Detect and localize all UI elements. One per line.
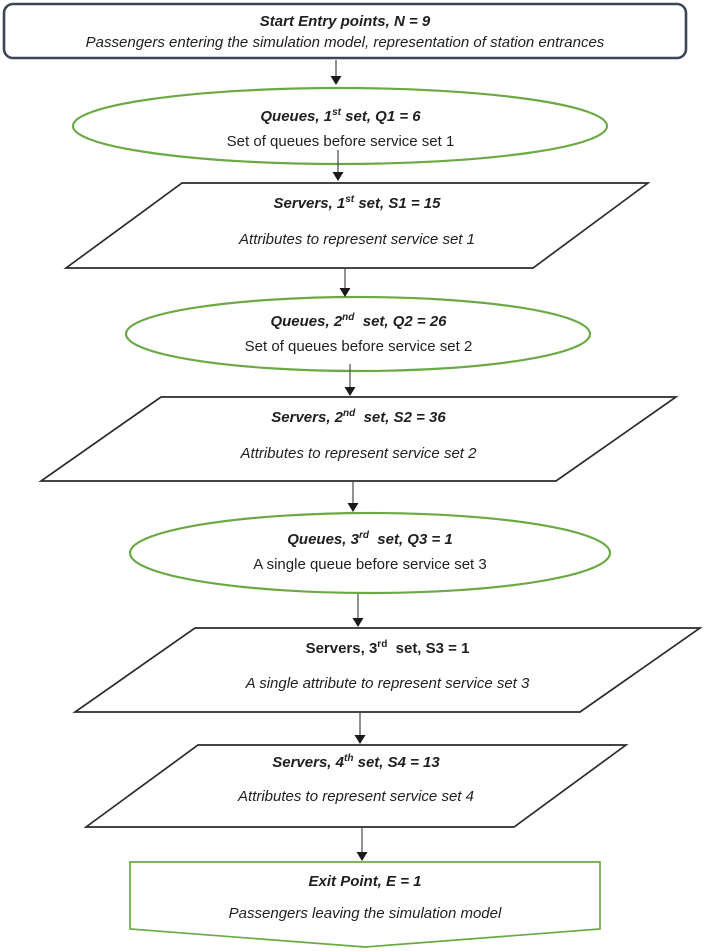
node-queues-2: Queues, 2nd set, Q2 = 26 Set of queues b… xyxy=(126,312,591,356)
node-servers-1-title: Servers, 1st set, S1 = 15 xyxy=(66,194,648,213)
node-queues-3: Queues, 3rd set, Q3 = 1 A single queue b… xyxy=(130,530,610,574)
title-text-after: set, S2 = 36 xyxy=(355,409,446,426)
arrow-servers2-to-queues3 xyxy=(347,481,359,512)
node-servers-3-subtitle: A single attribute to represent service … xyxy=(245,675,530,692)
node-queues-1: Queues, 1st set, Q1 = 6 Set of queues be… xyxy=(73,107,608,151)
arrow-queues1-to-servers1 xyxy=(332,150,344,181)
title-text: Queues, 3 xyxy=(287,531,359,548)
node-servers-2: Servers, 2nd set, S2 = 36 Attributes to … xyxy=(41,408,676,463)
title-text: Servers, 4 xyxy=(272,754,344,771)
servers-4-shape xyxy=(83,744,629,828)
arrow-servers3-to-servers4 xyxy=(354,712,366,744)
title-text: Start Entry points, N = 9 xyxy=(259,13,431,30)
title-superscript: nd xyxy=(342,312,355,323)
title-superscript: rd xyxy=(377,639,388,650)
node-queues-2-title: Queues, 2nd set, Q2 = 26 xyxy=(126,312,591,331)
title-text: Servers, 3 xyxy=(305,640,378,657)
arrow-start-to-queues1 xyxy=(330,60,342,85)
title-superscript: st xyxy=(345,194,355,205)
node-servers-4-subtitle: Attributes to represent service set 4 xyxy=(238,788,474,805)
queues-1-shape xyxy=(71,86,609,166)
node-exit-subtitle: Passengers leaving the simulation model xyxy=(228,905,502,922)
servers-2-shape xyxy=(38,396,679,482)
node-servers-2-subtitle: Attributes to represent service set 2 xyxy=(240,445,477,462)
node-exit: Exit Point, E = 1 Passengers leaving the… xyxy=(130,872,600,923)
exit-shape xyxy=(129,861,601,948)
title-text-after: set, S3 = 1 xyxy=(387,640,470,657)
node-servers-3-title: Servers, 3rd set, S3 = 1 xyxy=(75,639,700,658)
node-queues-1-subtitle: Set of queues before service set 1 xyxy=(226,133,455,150)
node-start: Start Entry points, N = 9 Passengers ent… xyxy=(3,12,687,52)
node-exit-title: Exit Point, E = 1 xyxy=(130,872,600,891)
arrow-queues2-to-servers2 xyxy=(344,364,356,396)
title-text: Queues, 1 xyxy=(260,108,333,125)
queues-3-shape xyxy=(128,511,612,595)
title-text: Servers, 1 xyxy=(273,195,346,212)
queues-2-shape xyxy=(124,295,592,373)
title-text-after: set, Q2 = 26 xyxy=(354,313,447,330)
title-text-after: set, S1 = 15 xyxy=(354,195,441,212)
node-queues-2-subtitle: Set of queues before service set 2 xyxy=(244,338,473,355)
node-servers-1: Servers, 1st set, S1 = 15 Attributes to … xyxy=(66,194,648,249)
node-queues-3-subtitle: A single queue before service set 3 xyxy=(253,556,487,573)
title-superscript: nd xyxy=(343,408,356,419)
node-servers-1-subtitle: Attributes to represent service set 1 xyxy=(239,231,475,248)
title-superscript: rd xyxy=(358,530,369,541)
servers-1-shape xyxy=(63,182,651,269)
node-servers-2-title: Servers, 2nd set, S2 = 36 xyxy=(41,408,676,427)
title-text-after: set, Q3 = 1 xyxy=(368,531,453,548)
title-text-after: set, Q1 = 6 xyxy=(340,108,421,125)
node-servers-4-title: Servers, 4th set, S4 = 13 xyxy=(86,753,626,772)
arrow-servers1-to-queues2 xyxy=(339,268,351,297)
title-superscript: st xyxy=(332,107,341,118)
arrow-queues3-to-servers3 xyxy=(352,594,364,627)
title-text: Queues, 2 xyxy=(270,313,343,330)
node-queues-3-title: Queues, 3rd set, Q3 = 1 xyxy=(130,530,610,549)
node-start-title: Start Entry points, N = 9 xyxy=(3,12,687,31)
servers-3-shape xyxy=(72,627,703,713)
node-start-subtitle: Passengers entering the simulation model… xyxy=(85,34,605,51)
arrow-servers4-to-exit xyxy=(356,828,368,861)
title-text-after: set, S4 = 13 xyxy=(353,754,440,771)
title-superscript: th xyxy=(343,753,354,764)
node-queues-1-title: Queues, 1st set, Q1 = 6 xyxy=(73,107,608,126)
title-text: Exit Point, E = 1 xyxy=(308,873,422,890)
start-shape xyxy=(2,2,688,60)
node-servers-3: Servers, 3rd set, S3 = 1 A single attrib… xyxy=(75,639,700,693)
title-text: Servers, 2 xyxy=(271,409,344,426)
node-servers-4: Servers, 4th set, S4 = 13 Attributes to … xyxy=(86,753,626,806)
